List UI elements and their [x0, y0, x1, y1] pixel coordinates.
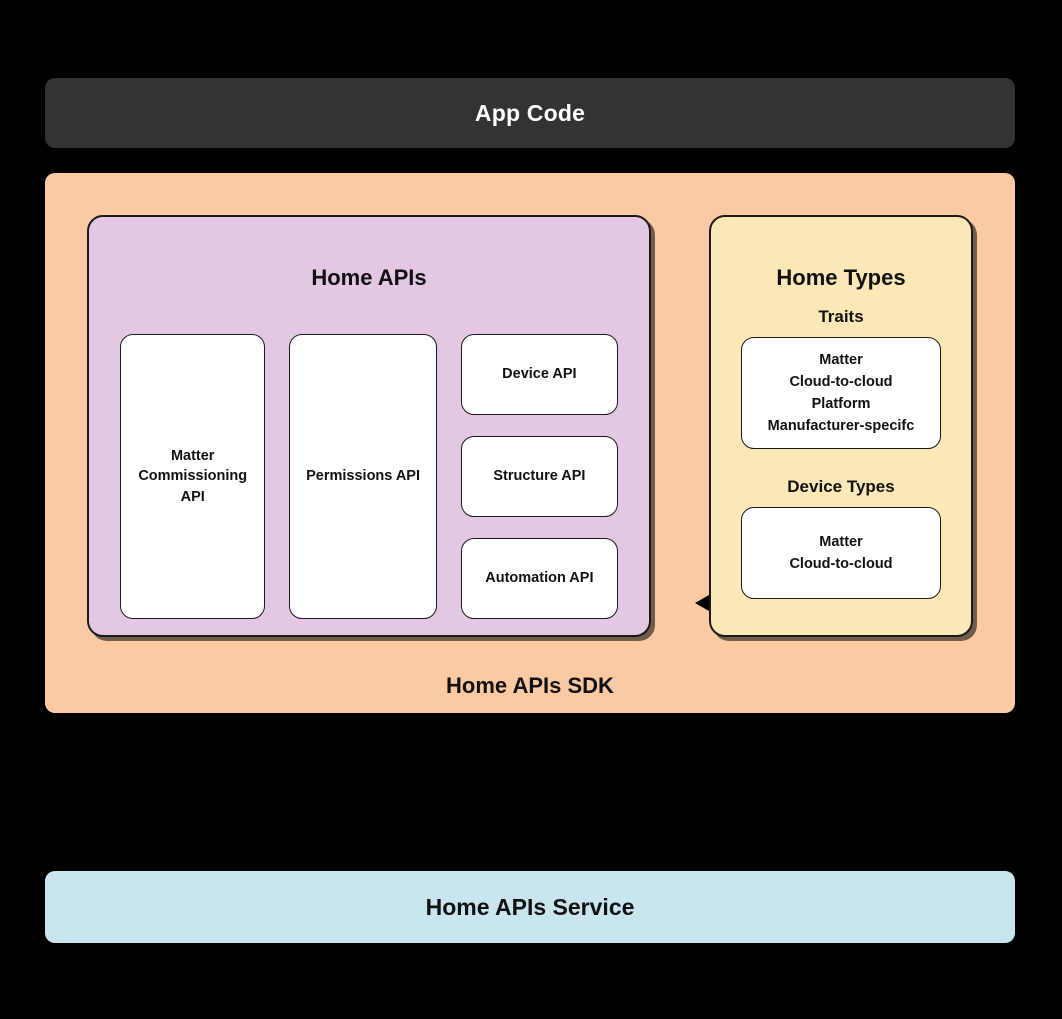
home-apis-title: Home APIs	[311, 265, 427, 290]
device-types-group-label: Device Types	[787, 477, 895, 496]
traits-group-label: Traits	[818, 307, 864, 326]
home-apis-service-label: Home APIs Service	[425, 893, 635, 920]
home-types-panel: Home Types Traits Matter Cloud-to-cloud …	[709, 215, 973, 637]
structure-api-label: Structure API	[493, 468, 586, 485]
traits-item: Manufacturer-specifc	[767, 418, 915, 435]
home-apis-sdk-label: Home APIs SDK	[446, 673, 614, 698]
home-types-title: Home Types	[776, 265, 906, 290]
home-apis-columns: Matter Commissioning API Permissions API…	[120, 334, 618, 619]
traits-box[interactable]: Matter Cloud-to-cloud Platform Manufactu…	[741, 337, 941, 449]
app-code-bar: App Code	[45, 78, 1015, 148]
device-api-label: Device API	[502, 366, 577, 383]
traits-item: Cloud-to-cloud	[789, 373, 893, 390]
permissions-api-label: Permissions API	[306, 468, 421, 485]
device-types-box[interactable]: Matter Cloud-to-cloud	[741, 507, 941, 599]
matter-commissioning-api-label: Matter Commissioning API	[138, 447, 248, 505]
traits-item: Platform	[811, 396, 871, 412]
automation-api-box[interactable]: Automation API	[460, 538, 618, 619]
traits-item: Matter	[819, 351, 863, 368]
structure-api-box[interactable]: Structure API	[460, 436, 618, 517]
device-types-item: Matter	[819, 533, 863, 550]
app-code-label: App Code	[474, 99, 586, 126]
automation-api-label: Automation API	[485, 570, 594, 587]
device-api-box[interactable]: Device API	[460, 334, 618, 415]
device-types-item: Cloud-to-cloud	[789, 556, 893, 572]
home-apis-panel: Home APIs Matter Commissioning API Permi…	[87, 215, 651, 637]
api-stack-column: Device API Structure API Automation API	[460, 334, 618, 619]
commissioning-column: Matter Commissioning API	[120, 334, 266, 619]
permissions-column: Permissions API	[289, 334, 437, 619]
permissions-api-box[interactable]: Permissions API	[289, 334, 437, 619]
matter-commissioning-api-box[interactable]: Matter Commissioning API	[120, 334, 266, 619]
home-apis-service-bar: Home APIs Service	[45, 871, 1015, 943]
home-apis-sdk-container: Home APIs Matter Commissioning API Permi…	[45, 173, 1015, 713]
home-types-groups: Traits Matter Cloud-to-cloud Platform Ma…	[741, 307, 941, 599]
